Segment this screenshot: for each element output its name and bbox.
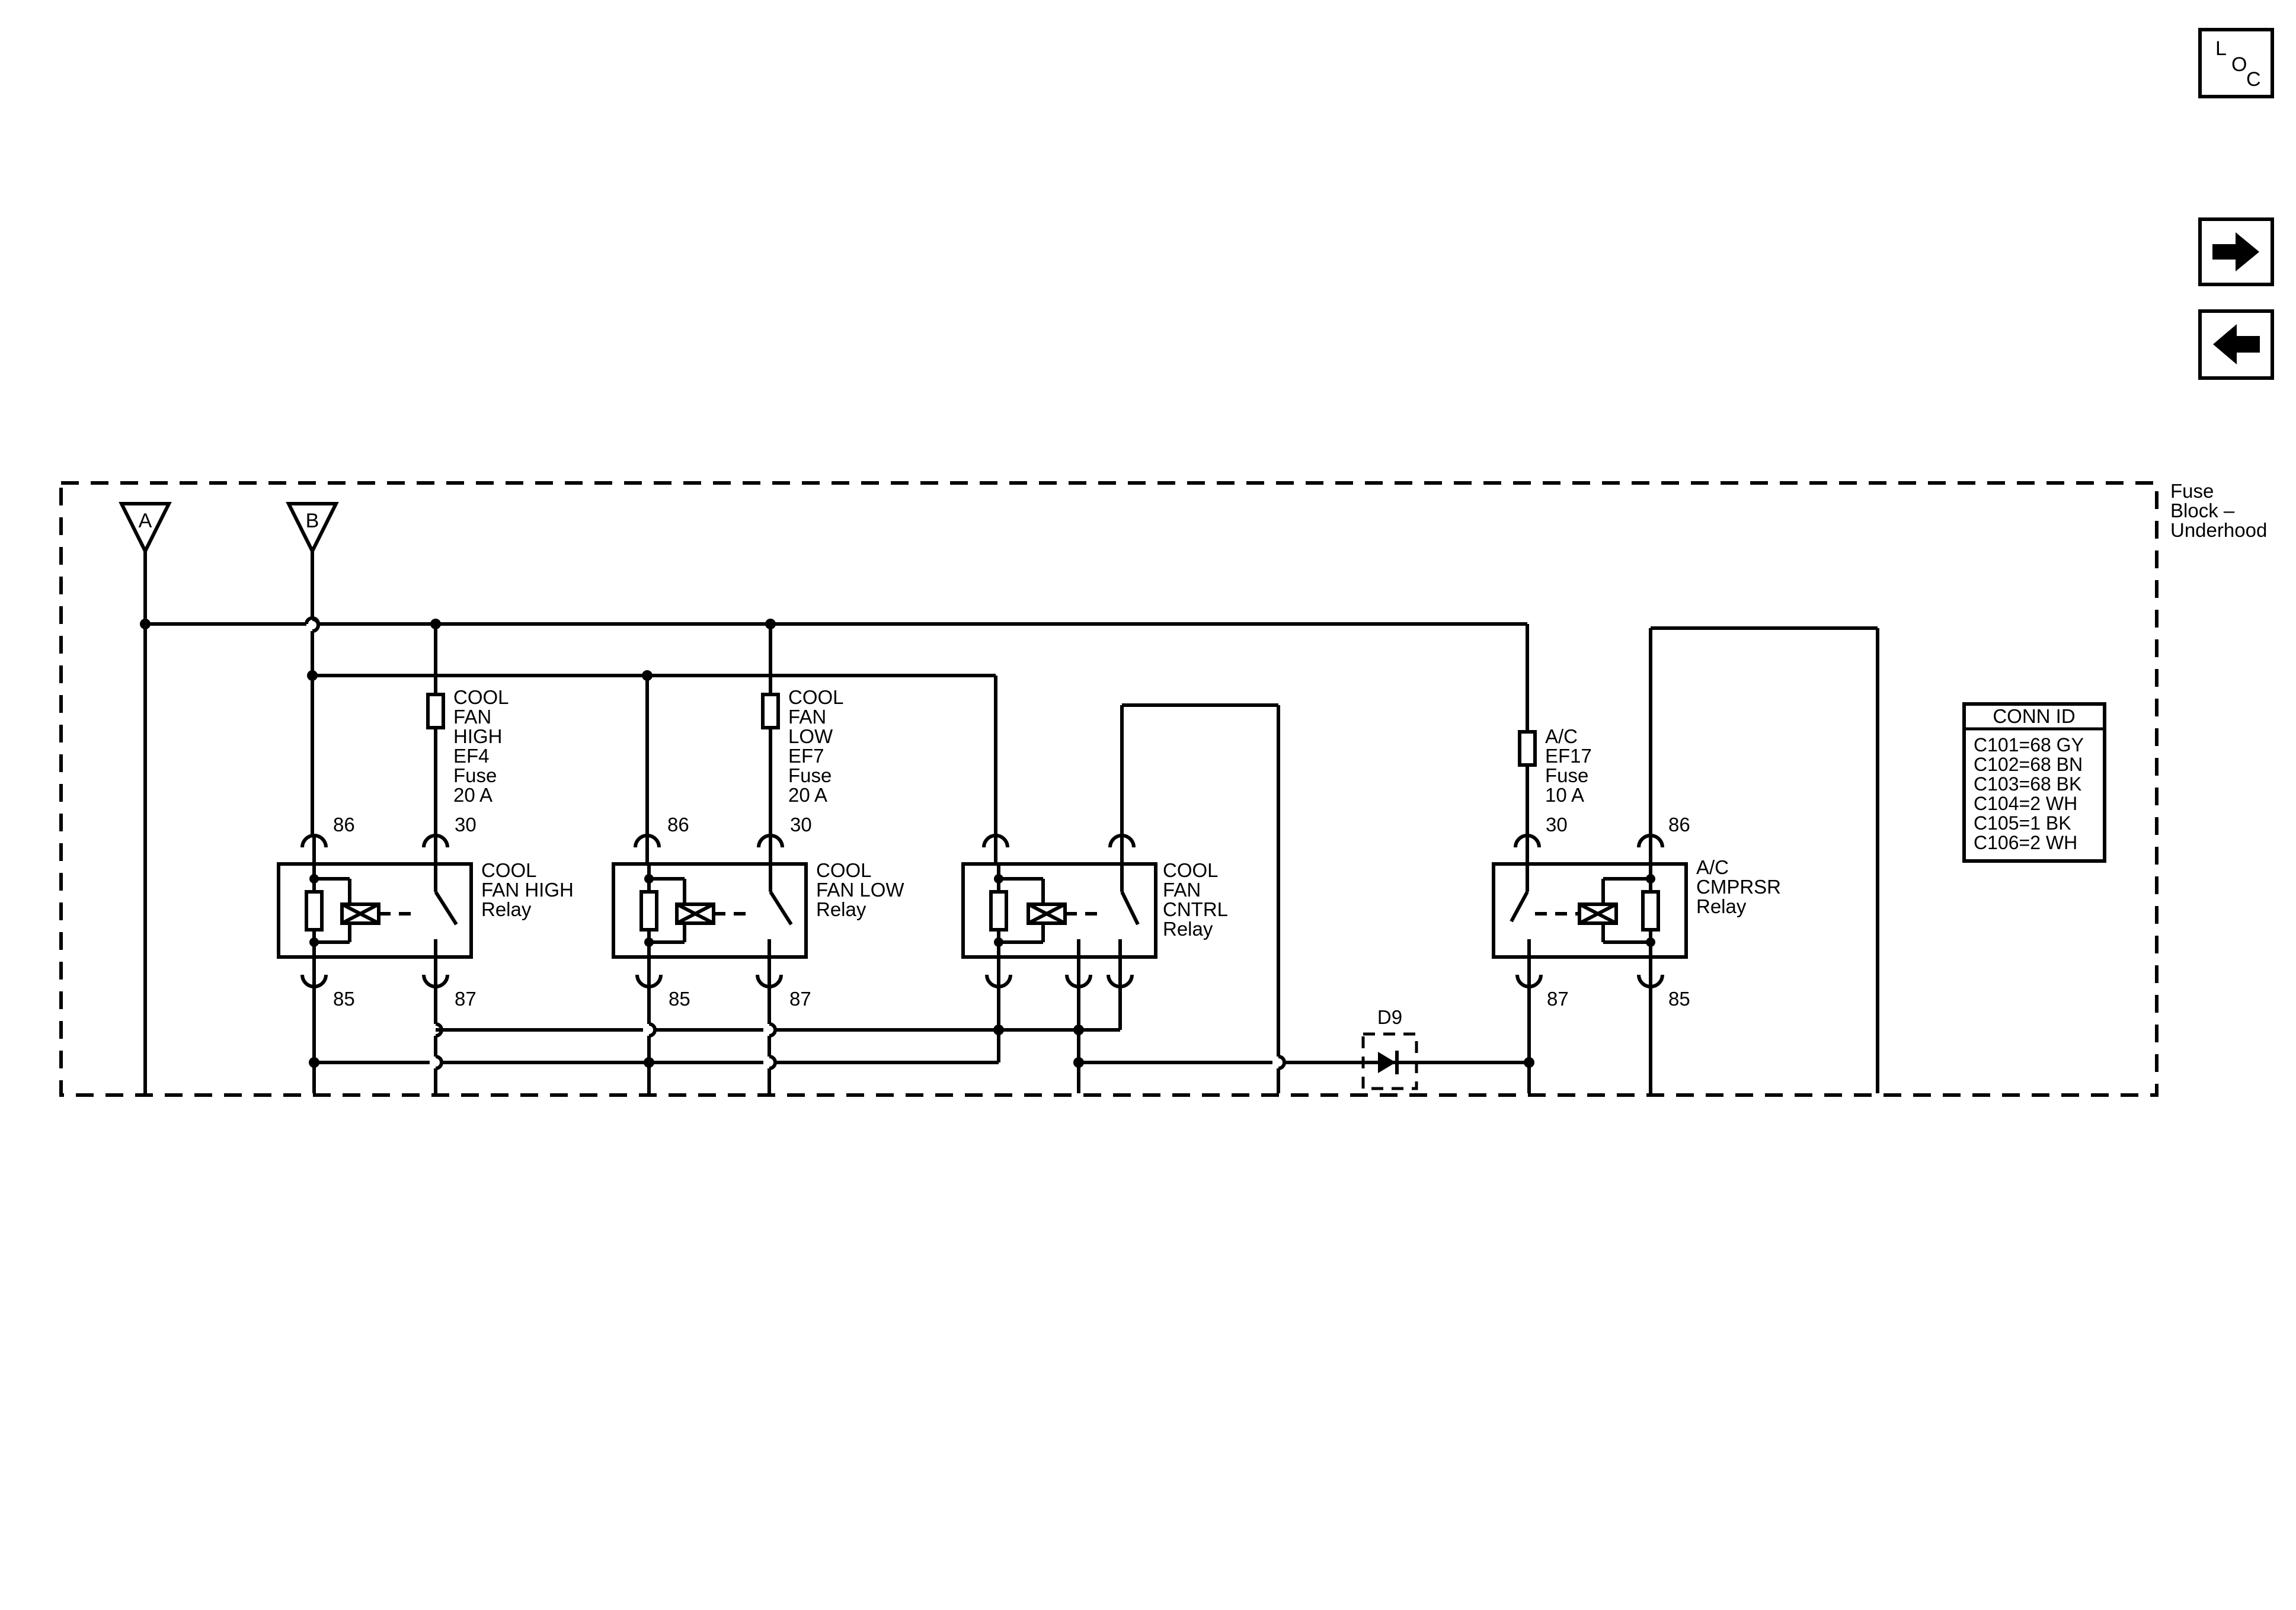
svg-text:Fuse: Fuse: [1545, 764, 1588, 786]
relay-high-pin-30: 30: [455, 814, 477, 836]
fuse-ef4: COOL FAN HIGH EF4 Fuse 20 A: [426, 686, 509, 806]
relay-cool-fan-cntrl: [961, 834, 1157, 988]
svg-text:20 A: 20 A: [788, 784, 827, 806]
relay-ac-cmprsr: [1492, 834, 1688, 988]
svg-text:COOL: COOL: [1163, 859, 1219, 881]
relay-ac-pin-30: 30: [1546, 814, 1568, 836]
conn-id-row: C106=2 WH: [1974, 832, 2077, 853]
svg-text:COOL: COOL: [788, 686, 844, 708]
diode-d9: D9: [1361, 1006, 1418, 1090]
svg-text:B: B: [306, 510, 319, 532]
conn-id-row: C104=2 WH: [1974, 793, 2077, 814]
svg-text:10 A: 10 A: [1545, 784, 1584, 806]
fuse-ef17: A/C EF17 Fuse 10 A: [1518, 725, 1592, 806]
fuse-icon: [1518, 730, 1537, 767]
conn-id-row: C102=68 BN: [1974, 754, 2083, 775]
conn-id-table: CONN ID C101=68 GY C102=68 BN C103=68 BK…: [1962, 702, 2106, 863]
svg-text:Relay: Relay: [816, 898, 866, 920]
svg-text:HIGH: HIGH: [453, 725, 503, 747]
fuse-ef7: COOL FAN LOW EF7 Fuse 20 A: [761, 686, 844, 806]
triangle-connector-icon: [119, 502, 172, 555]
junction-dots: [140, 619, 1534, 1068]
triangle-connector-icon: [286, 502, 339, 555]
svg-text:LOW: LOW: [788, 725, 833, 747]
svg-text:A/C: A/C: [1545, 725, 1578, 747]
svg-text:Fuse: Fuse: [453, 764, 497, 786]
svg-text:CMPRSR: CMPRSR: [1696, 876, 1781, 898]
svg-text:A/C: A/C: [1696, 856, 1729, 878]
module-label-line-2: Block –: [2170, 500, 2235, 521]
relay-low-pin-30: 30: [790, 814, 812, 836]
fuse-block-boundary: [59, 481, 2159, 1097]
module-label-line-1: Fuse: [2170, 480, 2214, 502]
connector-b: B: [286, 502, 339, 555]
svg-text:Relay: Relay: [1696, 895, 1747, 917]
svg-text:Relay: Relay: [1163, 918, 1213, 940]
next-button[interactable]: [2198, 217, 2274, 286]
relay-low-pin-86: 86: [667, 814, 689, 836]
conn-id-row: C101=68 GY: [1974, 734, 2084, 756]
conn-id-row: C105=1 BK: [1974, 812, 2071, 834]
svg-text:EF17: EF17: [1545, 745, 1592, 767]
svg-text:FAN HIGH: FAN HIGH: [481, 879, 574, 901]
relay-cool-fan-low: [612, 834, 808, 988]
relay-ac-pin-87: 87: [1547, 988, 1569, 1010]
svg-text:FAN: FAN: [788, 706, 826, 728]
svg-text:EF4: EF4: [453, 745, 490, 767]
loc-button[interactable]: L O C: [2198, 28, 2274, 98]
svg-text:C: C: [2246, 68, 2261, 91]
arrow-right-icon: [2212, 232, 2259, 271]
svg-text:A: A: [139, 510, 152, 532]
relay-low-pin-85: 85: [669, 988, 690, 1010]
fuse-icon: [761, 693, 780, 729]
fuse-icon: [426, 693, 445, 729]
svg-text:Fuse: Fuse: [788, 764, 832, 786]
svg-text:L: L: [2215, 37, 2227, 60]
svg-text:COOL: COOL: [453, 686, 509, 708]
relay-cool-fan-high: [277, 834, 473, 988]
connector-a: A: [119, 502, 172, 555]
relay-high-pin-86: 86: [333, 814, 355, 836]
module-label-line-3: Underhood: [2170, 519, 2267, 541]
svg-text:FAN: FAN: [453, 706, 491, 728]
svg-text:20 A: 20 A: [453, 784, 493, 806]
relay-high-pin-87: 87: [455, 988, 477, 1010]
svg-text:D9: D9: [1377, 1006, 1402, 1028]
svg-text:EF7: EF7: [788, 745, 824, 767]
svg-text:FAN: FAN: [1163, 879, 1201, 901]
conn-id-title: CONN ID: [1993, 705, 2075, 727]
relay-ac-pin-85: 85: [1668, 988, 1690, 1010]
previous-button[interactable]: [2198, 309, 2274, 380]
relay-low-pin-87: 87: [789, 988, 811, 1010]
wires: [143, 551, 1879, 1093]
svg-text:O: O: [2231, 53, 2247, 76]
diode-icon: [1378, 1052, 1396, 1073]
svg-text:CNTRL: CNTRL: [1163, 898, 1228, 920]
conn-id-row: C103=68 BK: [1974, 773, 2081, 795]
svg-text:FAN LOW: FAN LOW: [816, 879, 904, 901]
relay-ac-pin-86: 86: [1668, 814, 1690, 836]
svg-text:COOL: COOL: [816, 859, 872, 881]
svg-text:Relay: Relay: [481, 898, 532, 920]
svg-text:COOL: COOL: [481, 859, 537, 881]
arrow-left-icon: [2213, 324, 2260, 364]
relay-high-pin-85: 85: [333, 988, 355, 1010]
